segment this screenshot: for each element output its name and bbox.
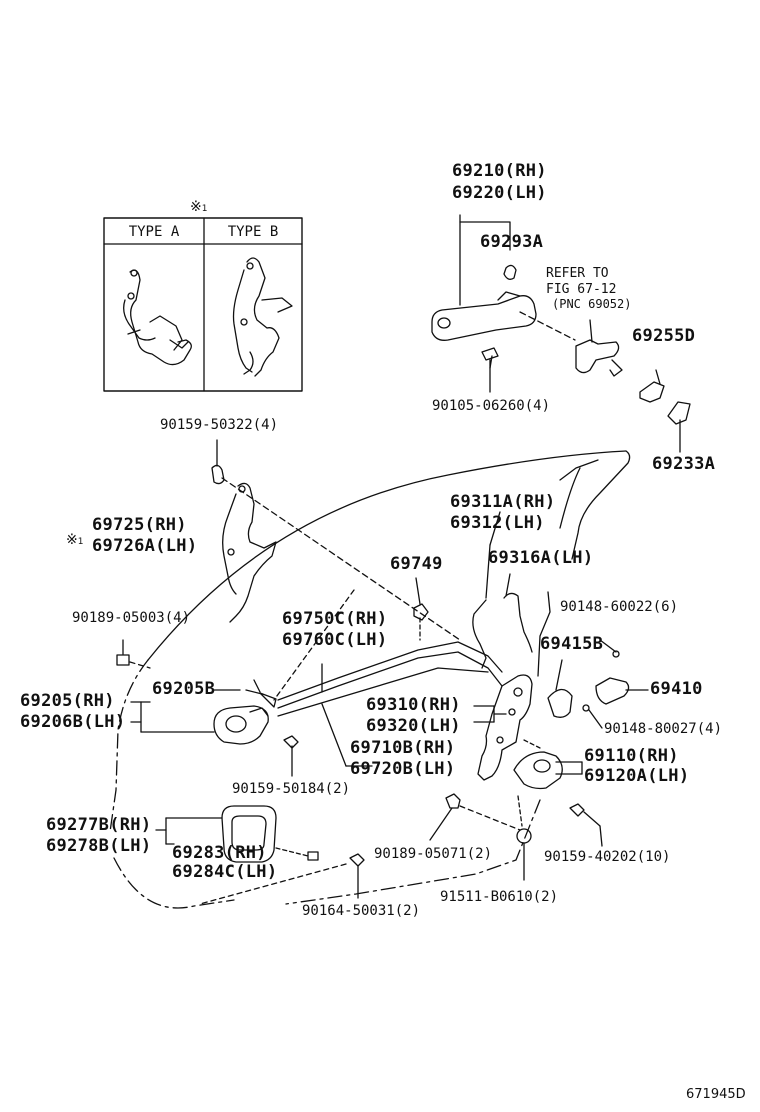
- inside-handle-bezel-69277B: [155, 805, 365, 905]
- inside-handle-69205: [116, 639, 299, 777]
- part-label-69293A: 69293A: [480, 232, 544, 252]
- part-label-90159-50322: 90159-50322(4): [160, 417, 279, 433]
- bracket-mark: ※1: [66, 532, 84, 548]
- part-label-69316A: 69316A(LH): [488, 548, 594, 568]
- part-label-69284C: 69284C(LH): [172, 862, 278, 882]
- type-a-bracket-illustration: [123, 269, 192, 366]
- part-label-90148-80027: 90148-80027(4): [604, 721, 723, 737]
- part-label-69205B: 69205B: [152, 679, 216, 699]
- part-label-69210: 69210(RH): [452, 161, 547, 181]
- part-label-69277B: 69277B(RH): [46, 815, 152, 835]
- rod-group: [245, 511, 533, 767]
- part-label-69750C: 69750C(RH): [282, 609, 388, 629]
- part-label-69283: 69283(RH): [172, 843, 267, 863]
- part-label-69726A: 69726A(LH): [92, 536, 198, 556]
- door-outline: [109, 450, 631, 909]
- part-label-69415B: 69415B: [540, 634, 604, 654]
- part-label-69310: 69310(RH): [366, 695, 461, 715]
- figure-id: 671945D: [686, 1087, 746, 1102]
- part-label-69725: 69725(RH): [92, 515, 187, 535]
- part-label-90159-40202: 90159-40202(10): [544, 849, 671, 865]
- part-label-69760C: 69760C(LH): [282, 630, 388, 650]
- part-label-69255D: 69255D: [632, 326, 696, 346]
- part-label-90189-05003: 90189-05003(4): [72, 610, 191, 626]
- part-label-69120A: 69120A(LH): [584, 766, 690, 786]
- outside-handle-group: [431, 214, 691, 453]
- type-a-header: TYPE A: [128, 224, 180, 240]
- part-label-69720B: 69720B(LH): [350, 759, 456, 779]
- part-label-69110: 69110(RH): [584, 746, 679, 766]
- part-label-69233A: 69233A: [652, 454, 716, 474]
- legend-box: [103, 217, 303, 392]
- part-label-90148-60022: 90148-60022(6): [560, 599, 679, 615]
- part-label-90164-50031: 90164-50031(2): [302, 903, 421, 919]
- refer-note-line1: REFER TO: [546, 266, 609, 281]
- part-label-90105-06260: 90105-06260(4): [432, 398, 551, 414]
- part-label-69312: 69312(LH): [450, 513, 545, 533]
- type-b-bracket-illustration: [232, 257, 293, 377]
- part-label-69220: 69220(LH): [452, 183, 547, 203]
- part-label-69206B: 69206B(LH): [20, 712, 126, 732]
- legend-mark: ※1: [190, 199, 208, 215]
- part-label-91511-B0610: 91511-B0610(2): [440, 889, 559, 905]
- part-label-69749: 69749: [390, 554, 443, 574]
- refer-note-line3: (PNC 69052): [552, 297, 632, 311]
- refer-note-line2: FIG 67-12: [546, 282, 617, 297]
- part-label-69410: 69410: [650, 679, 703, 699]
- part-label-69278B: 69278B(LH): [46, 836, 152, 856]
- type-b-header: TYPE B: [227, 224, 279, 240]
- part-label-90159-50184: 90159-50184(2): [232, 781, 351, 797]
- part-label-69311A: 69311A(RH): [450, 492, 556, 512]
- part-label-90189-05071: 90189-05071(2): [374, 846, 493, 862]
- lock-bracket-69725: [211, 439, 461, 641]
- part-label-69320: 69320(LH): [366, 716, 461, 736]
- part-label-69710B: 69710B(RH): [350, 738, 456, 758]
- part-label-69205: 69205(RH): [20, 691, 115, 711]
- door-lock-assembly-69310: [429, 639, 649, 881]
